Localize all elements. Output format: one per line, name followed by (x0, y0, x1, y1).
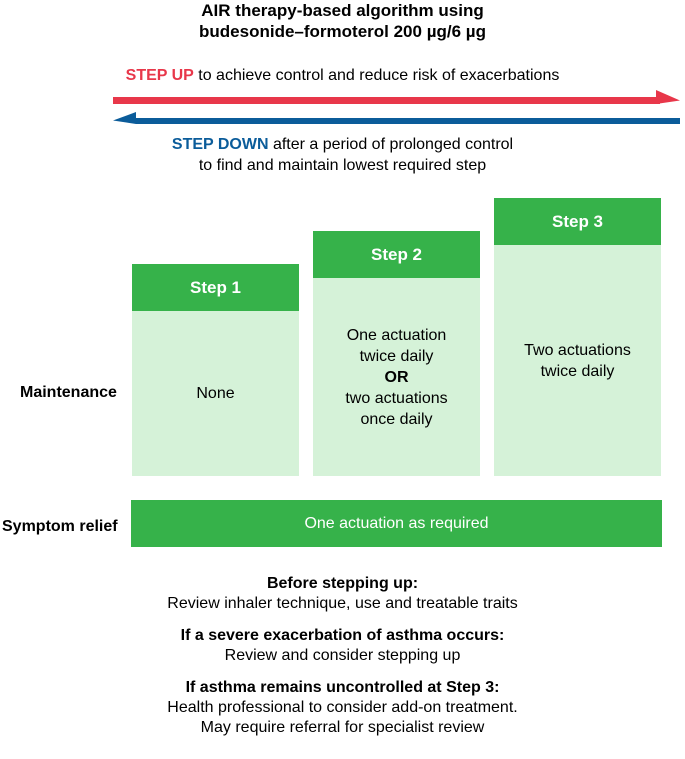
row-label-symptom-relief: Symptom relief (2, 518, 118, 535)
note-2-heading: If a severe exacerbation of asthma occur… (180, 627, 505, 644)
step-1-maintenance: None (132, 311, 299, 476)
step-1-maintenance-text: None (196, 385, 235, 402)
step-down-arrow (113, 112, 680, 124)
note-2-line-1: Review and consider stepping up (224, 647, 461, 664)
note-3-line-2: May require referral for specialist revi… (200, 719, 485, 736)
step-2-label: Step 2 (370, 244, 423, 264)
note-before-stepping-up: Before stepping up: Review inhaler techn… (0, 574, 685, 614)
row-label-maintenance: Maintenance (20, 384, 117, 401)
step-up-keyword: STEP UP (125, 67, 194, 84)
step-3-header: Step 3 (494, 198, 661, 245)
step-up-caption: STEP UP to achieve control and reduce ri… (0, 66, 685, 86)
note-1-heading: Before stepping up: (266, 575, 419, 592)
step-1-header: Step 1 (132, 264, 299, 311)
step-down-text-line-2: to find and maintain lowest required ste… (198, 157, 487, 174)
note-1-line-1: Review inhaler technique, use and treata… (167, 595, 518, 612)
step-2-line-3: two actuations (345, 389, 448, 407)
step-2-line-2: twice daily (359, 347, 434, 365)
step-3-line-1: Two actuations (524, 341, 631, 359)
step-up-arrow (113, 90, 680, 104)
step-2-maintenance: One actuation twice daily OR two actuati… (313, 278, 480, 476)
title-line-2: budesonide–formoterol 200 µg/6 µg (199, 22, 486, 41)
symptom-relief-bar: One actuation as required (131, 500, 662, 547)
step-down-keyword: STEP DOWN (171, 136, 269, 153)
step-up-text: to achieve control and reduce risk of ex… (193, 67, 560, 84)
step-arrows (113, 90, 680, 124)
step-3-line-2: twice daily (540, 362, 615, 380)
note-severe-exacerbation: If a severe exacerbation of asthma occur… (0, 626, 685, 666)
step-3-label: Step 3 (551, 211, 604, 231)
note-3-line-1: Health professional to consider add-on t… (167, 699, 518, 716)
note-uncontrolled-step-3: If asthma remains uncontrolled at Step 3… (0, 678, 685, 738)
step-down-caption: STEP DOWN after a period of prolonged co… (0, 134, 685, 176)
note-3-heading: If asthma remains uncontrolled at Step 3… (185, 679, 500, 696)
title-line-1: AIR therapy-based algorithm using (201, 1, 484, 20)
step-down-text: after a period of prolonged control (268, 136, 514, 153)
step-2-line-4: once daily (360, 410, 433, 428)
step-2-or: OR (384, 368, 409, 386)
notes: Before stepping up: Review inhaler techn… (0, 574, 685, 750)
step-3-maintenance: Two actuations twice daily (494, 245, 661, 476)
diagram-title: AIR therapy-based algorithm using budeso… (0, 0, 685, 42)
symptom-relief-text: One actuation as required (304, 514, 489, 532)
step-2-header: Step 2 (313, 231, 480, 278)
step-1-label: Step 1 (189, 277, 242, 297)
step-2-line-1: One actuation (346, 326, 447, 344)
